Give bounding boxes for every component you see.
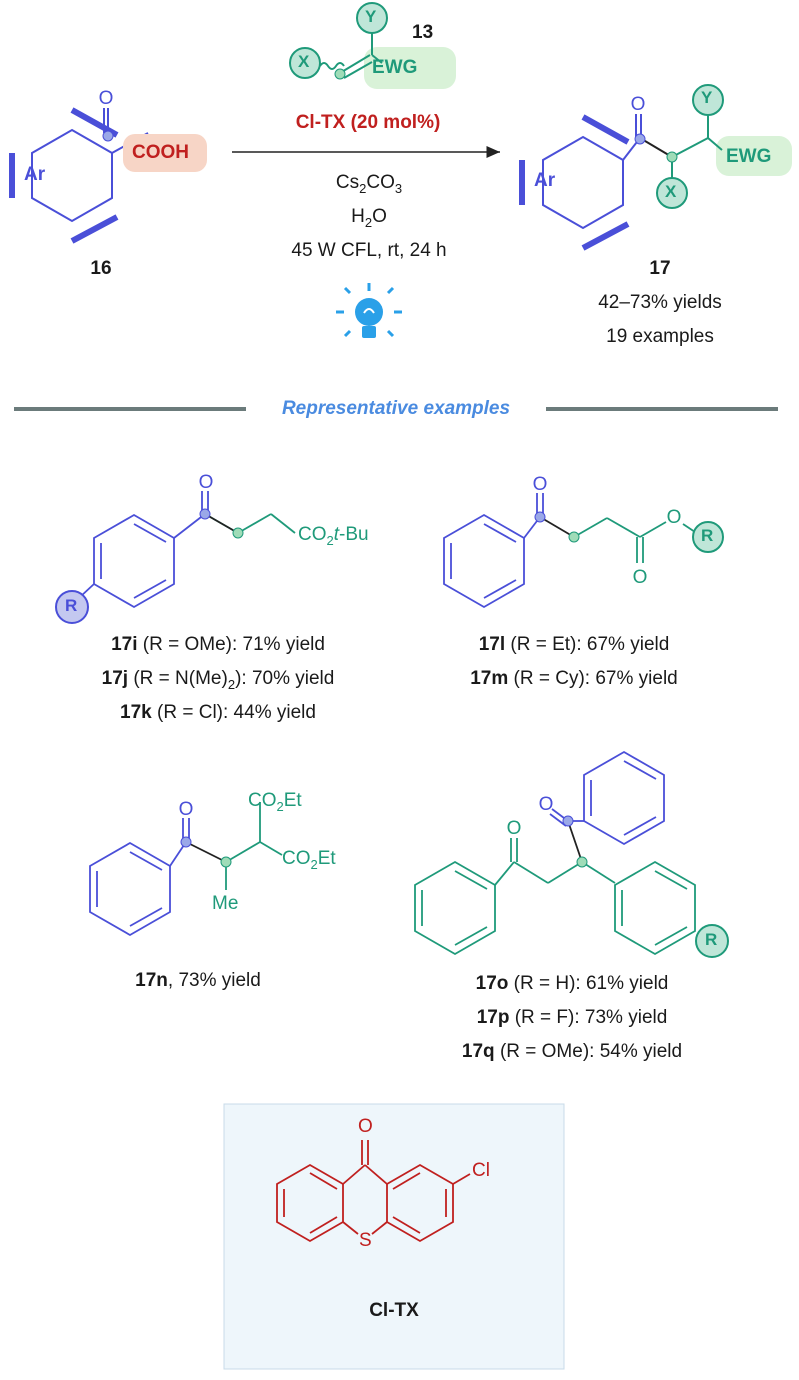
- section-title: Representative examples: [281, 398, 511, 419]
- svg-text:O: O: [633, 567, 648, 588]
- alkene-y-label: Y: [365, 7, 377, 26]
- e2-line-17m: 17m (R = Cy): 67% yield: [470, 668, 678, 689]
- ketone-o: O: [99, 88, 114, 109]
- e3-line-17n: 17n, 73% yield: [135, 970, 261, 991]
- catalyst-o-label: O: [358, 1116, 373, 1137]
- e1-line-17k: 17k (R = Cl): 44% yield: [120, 702, 316, 723]
- e1-line-17i: 17i (R = OMe): 71% yield: [111, 634, 325, 655]
- example-17n-structure: O: [89, 799, 283, 937]
- condition-solvent: H2O: [351, 206, 387, 230]
- product-17: O: [519, 84, 792, 251]
- product-number: 17: [649, 258, 671, 279]
- catalyst-cl-label: Cl: [472, 1160, 490, 1181]
- condition-light: 45 W CFL, rt, 24 h: [291, 240, 447, 261]
- e1-line-17j: 17j (R = N(Me)2): 70% yield: [101, 668, 335, 692]
- e3-ester1-label: CO2Et: [248, 790, 302, 814]
- svg-text:O: O: [199, 472, 214, 493]
- e2-r-label: R: [701, 526, 714, 545]
- lightbulb-icon: [336, 283, 402, 338]
- product-ewg-label: EWG: [726, 146, 772, 167]
- e4-line-17p: 17p (R = F): 73% yield: [476, 1007, 668, 1028]
- catalyst-box: [223, 1103, 565, 1370]
- alkene-number: 13: [412, 22, 434, 43]
- catalyst-name: Cl-TX: [369, 1300, 419, 1321]
- svg-text:O: O: [667, 507, 682, 528]
- catalyst-structure: [276, 1140, 471, 1243]
- svg-text:O: O: [179, 799, 194, 820]
- e3-me-label: Me: [212, 893, 239, 914]
- alkene-x-label: X: [298, 52, 310, 71]
- svg-text:O: O: [539, 794, 554, 815]
- product-y-label: Y: [701, 88, 713, 107]
- e3-ester2-label: CO2Et: [282, 848, 336, 872]
- product-yields: 42–73% yields: [598, 292, 722, 313]
- e1-r-label: R: [65, 596, 78, 615]
- product-ar-label: Ar: [534, 170, 556, 191]
- alkene-13: [289, 2, 456, 89]
- cooh-label: COOH: [132, 142, 189, 163]
- example-17o-structure: O O: [414, 750, 729, 958]
- product-x-label: X: [665, 182, 677, 201]
- catalyst-s-label: S: [359, 1230, 372, 1251]
- substrate-number: 16: [90, 258, 112, 279]
- e2-line-17l: 17l (R = Et): 67% yield: [478, 634, 670, 655]
- example-17i-structure: O: [55, 472, 296, 624]
- cooh-highlight: [123, 134, 207, 172]
- example-17l-structure: O O O: [443, 474, 724, 609]
- svg-text:O: O: [507, 818, 522, 839]
- e4-line-17o: 17o (R = H): 61% yield: [475, 973, 669, 994]
- e4-line-17q: 17q (R = OMe): 54% yield: [461, 1041, 683, 1062]
- catalyst-loading: Cl-TX (20 mol%): [295, 112, 441, 133]
- substrate-ar-label: Ar: [24, 164, 46, 185]
- alkene-ewg-label: EWG: [372, 57, 418, 78]
- e4-r-label: R: [705, 930, 718, 949]
- condition-base: Cs2CO3: [335, 172, 403, 196]
- svg-text:O: O: [631, 94, 646, 115]
- e1-ester-label: CO2t-Bu: [298, 524, 369, 548]
- product-examples: 19 examples: [606, 326, 714, 347]
- svg-text:O: O: [533, 474, 548, 495]
